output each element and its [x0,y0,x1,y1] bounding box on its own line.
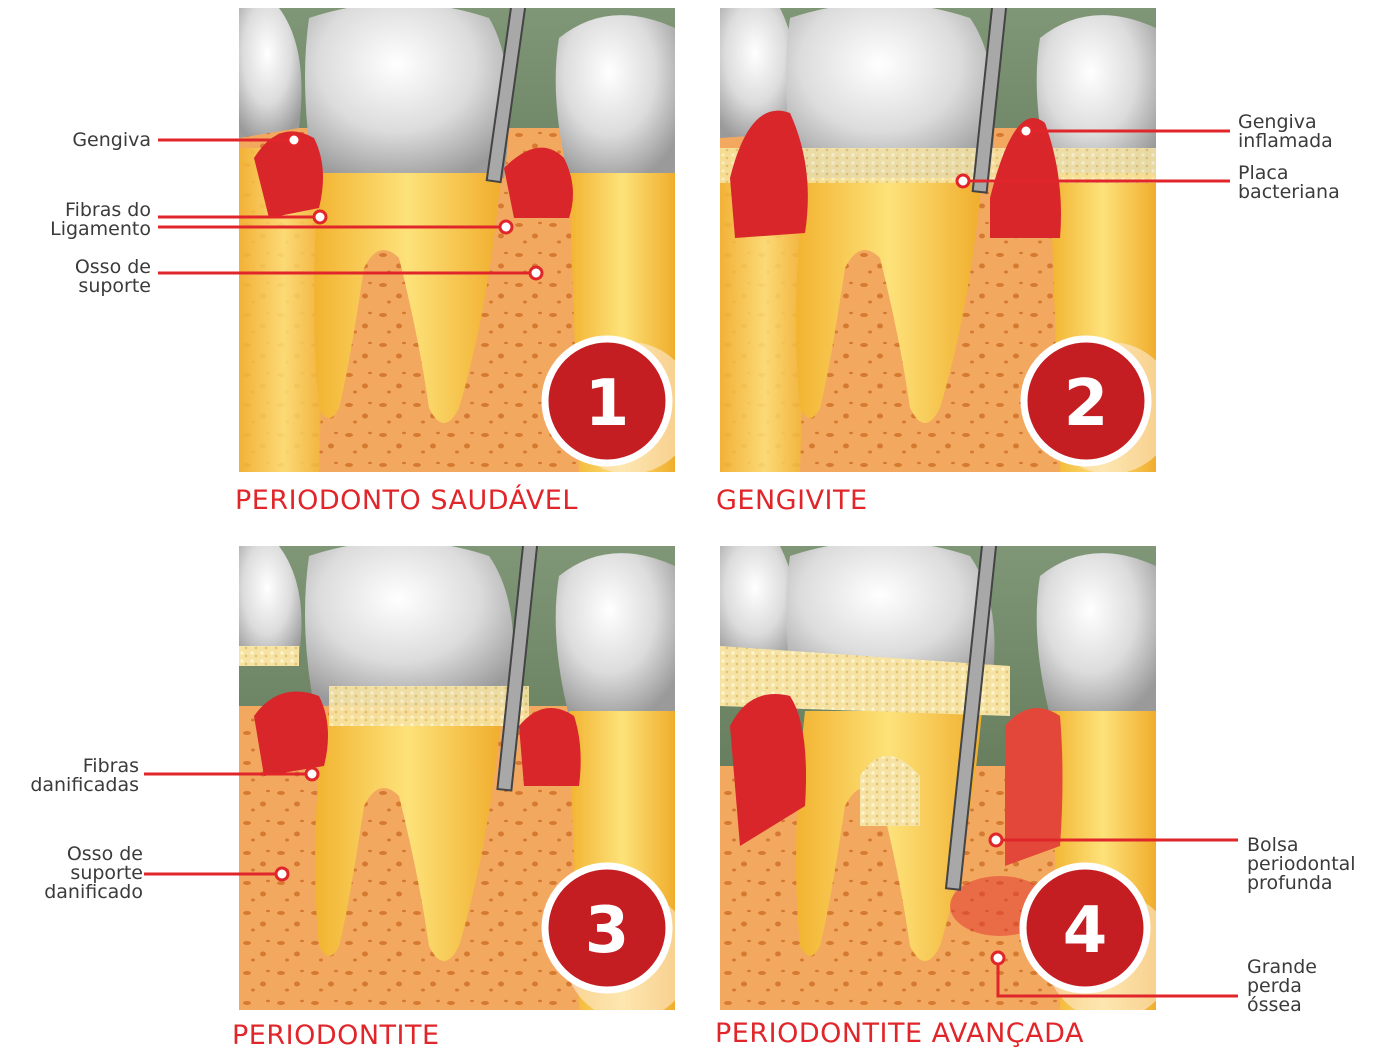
label-gengiva-inflamada: Gengiva inflamada [1238,113,1333,151]
label-osso-suporte: Osso de suporte [75,258,151,296]
label-gengiva: Gengiva [72,131,151,150]
stage-1-title: PERIODONTO SAUDÁVEL [235,487,578,514]
label-fibras-danificadas: Fibras danificadas [30,757,139,795]
label-fibras-ligamento: Fibras do Ligamento [50,201,151,239]
label-placa-bacteriana: Placa bacteriana [1238,164,1340,202]
stage-2-illustration [720,8,1156,472]
stage-3-illustration [239,546,675,1010]
label-osso-danificado: Osso de suporte danificado [44,845,143,902]
stage-4-illustration [720,546,1156,1010]
stage-2-title: GENGIVITE [716,487,868,514]
stage-4-title: PERIODONTITE AVANÇADA [715,1020,1084,1047]
label-grande-perda-ossea: Grande perda óssea [1247,958,1317,1015]
label-bolsa-periodontal: Bolsa periodontal profunda [1247,836,1356,893]
stage-3-title: PERIODONTITE [232,1022,440,1049]
stage-1-illustration [239,8,675,472]
